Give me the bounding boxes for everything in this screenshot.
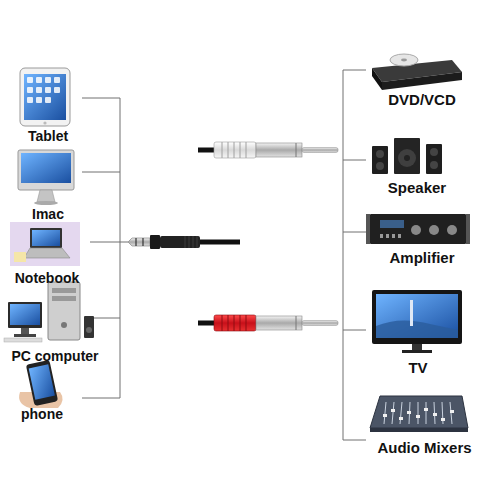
dvd-player-icon [372,54,462,90]
device-label: Speaker [362,180,472,196]
device-label: DVD/VCD [362,92,482,108]
tv-icon [372,290,462,353]
device-label: Tablet [8,128,88,144]
white-rca-plug [198,142,338,158]
pc-computer-icon [4,282,94,342]
device-node: phone [2,358,82,422]
device-label: Amplifier [362,250,482,266]
device-label: Audio Mixers [352,440,497,456]
amplifier-icon [366,214,470,244]
device-node: Audio Mixers [352,390,497,456]
device-label: PC computer [0,348,110,364]
device-node: DVD/VCD [362,46,482,108]
device-label: TV [362,360,474,376]
red-rca-plug [198,315,338,331]
right-bracket [343,70,366,440]
tablet-icon [20,68,70,126]
device-node: Notebook [2,218,92,286]
device-node: PC computer [0,280,110,364]
device-label: phone [2,406,82,422]
notebook-icon [10,222,80,266]
audio-mixer-icon [370,396,468,432]
imac-icon [18,150,74,205]
device-label: Imac [8,206,88,222]
device-label: Notebook [2,270,92,286]
phone-icon [19,360,62,408]
device-node: Tablet [8,64,88,144]
device-node: TV [362,286,474,376]
speaker-icon [372,138,442,174]
device-node: Imac [8,146,88,222]
jack-plug [128,235,240,249]
device-node: Speaker [362,132,472,196]
device-node: Amplifier [362,208,482,266]
